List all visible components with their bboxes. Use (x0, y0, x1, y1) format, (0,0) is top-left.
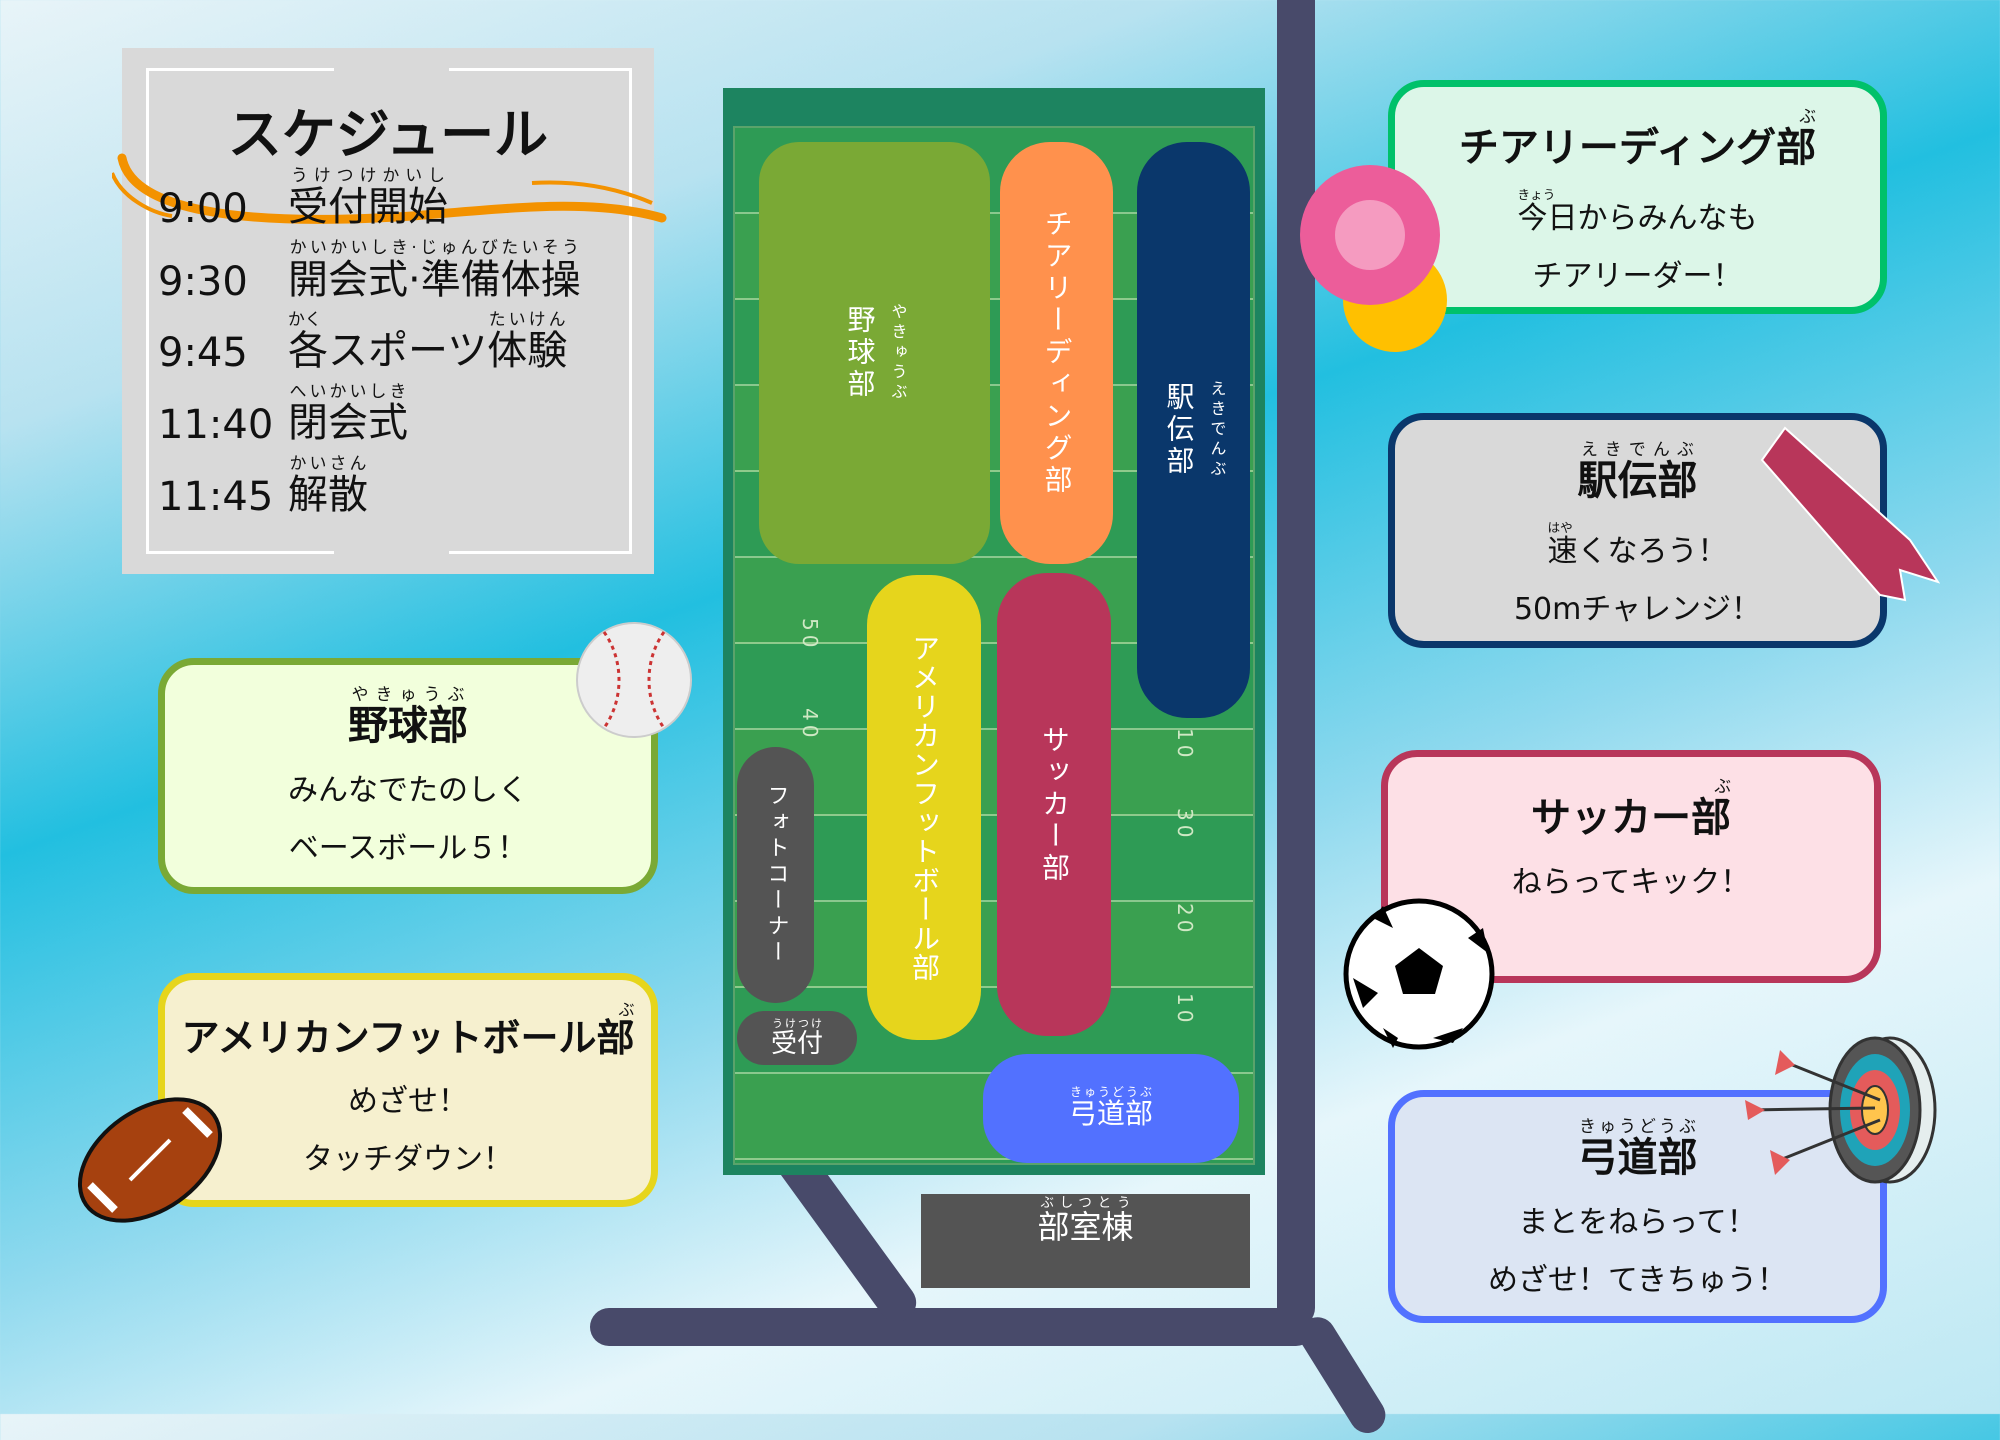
ruby: はや (1547, 520, 1728, 535)
card-title: チアリーディング部 (1458, 125, 1817, 171)
card-kyudo: 弓道部きゅうどうぶ まとをねらって！ めざせ！てきちゅう！ (1388, 1090, 1887, 1323)
label: 駅伝部 (1162, 382, 1196, 478)
ruby: ぶしつとう (1037, 1196, 1134, 1211)
card-title: 弓道部 (1577, 1135, 1698, 1181)
card-text: 速くなろう！ (1547, 534, 1728, 569)
schedule-row: 11:45 解散かいさん (158, 453, 368, 520)
map-area-american-football[interactable]: アメリカンフットボール部 (867, 575, 981, 1040)
label: 受付 (770, 1028, 823, 1059)
time: 9:00 (158, 186, 248, 232)
ruby: かいさん (288, 453, 368, 473)
label: アメリカンフットボール部 (908, 633, 941, 982)
ruby: えきでんぶ (1207, 380, 1227, 480)
card-text: ねらってキック！ (1511, 865, 1751, 900)
card-title: アメリカンフットボール部 (181, 1016, 635, 1060)
yard-number: 50 (798, 618, 822, 652)
time: 11:40 (158, 402, 274, 448)
card-title: 野球部 (348, 703, 468, 749)
label: 部室棟 (1037, 1208, 1134, 1246)
map-area-cheerleading[interactable]: チアリーディング部 (1000, 142, 1113, 564)
map-area-kyudo[interactable]: 弓道部きゅうどうぶ (983, 1054, 1239, 1163)
ruby: へいかいしき (288, 381, 408, 401)
ruby: ぶ (181, 1000, 635, 1019)
card-baseball: 野球部やきゅうぶ みんなでたのしく ベースボール５！ (158, 658, 658, 894)
schedule-title: スケジュール (227, 103, 549, 166)
american-football-icon (77, 1097, 223, 1223)
yard-number: 10 (1173, 993, 1197, 1027)
sash-ribbon-icon (1760, 426, 1940, 602)
card-text: まとをねらって！ (1518, 1205, 1757, 1240)
ruby: ぶ (1531, 776, 1731, 796)
yard-number: 40 (798, 708, 822, 742)
schedule-panel: スケジュール 9:00 受付開始うけつけかいし 9:30 開会式·準備体操かいかいし… (112, 48, 667, 574)
event: 開会式·準備体操 (288, 257, 581, 303)
ruby: きゅうどうぶ (1577, 1116, 1698, 1136)
card-text: めざせ！ (348, 1084, 468, 1119)
label: チアリーディング部 (1040, 209, 1074, 497)
event: 解散 (288, 472, 368, 518)
label: 野球部 (843, 305, 877, 401)
schedule-row: 9:00 受付開始うけつけかいし (158, 165, 448, 232)
event: 受付開始 (288, 184, 448, 230)
yard-number: 10 (1173, 728, 1197, 762)
ruby: たいけん (487, 309, 568, 329)
soccer-ball-icon (1343, 898, 1495, 1050)
road-horizontal (590, 1308, 1315, 1346)
ruby: かく (288, 309, 488, 329)
card-title: サッカー部 (1531, 795, 1731, 841)
event: 各スポーツ (288, 328, 488, 374)
card-text: タッチダウン！ (303, 1142, 513, 1177)
card-text: めざせ！てきちゅう！ (1487, 1263, 1788, 1298)
card-cheerleading: チアリーディング部ぶ 今日からみんなもきょう チアリーダー！ (1388, 80, 1887, 314)
map-area-soccer[interactable]: サッカー部 (997, 573, 1111, 1036)
orange-swoosh-decoration (112, 153, 667, 224)
event: 閉会式 (288, 400, 408, 446)
card-american-football: アメリカンフットボール部ぶ めざせ！ タッチダウン！ (158, 973, 658, 1207)
road-diagonal (1292, 1310, 1393, 1440)
time: 9:45 (158, 330, 248, 376)
map-area-reception[interactable]: 受付うけつけ (737, 1011, 857, 1065)
ruby: うけつけかいし (288, 165, 448, 185)
ruby: えきでんぶ (1577, 439, 1698, 459)
event: 体験 (487, 328, 568, 374)
pompom-icon (1300, 165, 1447, 352)
ruby: やきゅうぶ (888, 303, 908, 403)
map-area-ekiden[interactable]: 駅伝部えきでんぶ (1137, 142, 1250, 718)
archery-target-icon (1745, 1036, 1937, 1184)
ruby: かいかいしき·じゅんびたいそう (288, 237, 581, 257)
card-text: みんなでたのしく (288, 773, 528, 808)
clubhouse-building[interactable]: 部室棟ぶしつとう (921, 1194, 1250, 1288)
yard-number: 30 (1173, 808, 1197, 842)
ruby: きゅうどうぶ (1068, 1085, 1153, 1099)
label: サッカー部 (1038, 724, 1071, 885)
time: 11:45 (158, 474, 274, 520)
card-text: 今日からみんなも (1517, 201, 1758, 236)
map-area-photo-corner[interactable]: フォトコーナー (737, 747, 814, 1003)
baseball-icon (576, 622, 692, 738)
label: フォトコーナー (763, 784, 789, 966)
card-text: 50mチャレンジ！ (1513, 592, 1762, 627)
yard-number: 20 (1173, 903, 1197, 937)
card-text: チアリーダー！ (1532, 259, 1743, 294)
schedule-row: 9:45 各スポーツかく体験たいけん (158, 309, 568, 376)
card-text: ベースボール５！ (288, 831, 528, 866)
time: 9:30 (158, 259, 248, 305)
ruby: ぶ (1458, 106, 1817, 126)
ruby: うけつけ (770, 1016, 823, 1030)
label: 弓道部 (1068, 1097, 1153, 1130)
schedule-row: 11:40 閉会式へいかいしき (158, 381, 408, 448)
ruby: きょう (1517, 187, 1758, 202)
map-area-baseball[interactable]: 野球部やきゅうぶ (759, 142, 990, 564)
ruby: やきゅうぶ (348, 684, 468, 704)
schedule-row: 9:30 開会式·準備体操かいかいしき·じゅんびたいそう (158, 237, 581, 305)
card-title: 駅伝部 (1577, 458, 1698, 504)
